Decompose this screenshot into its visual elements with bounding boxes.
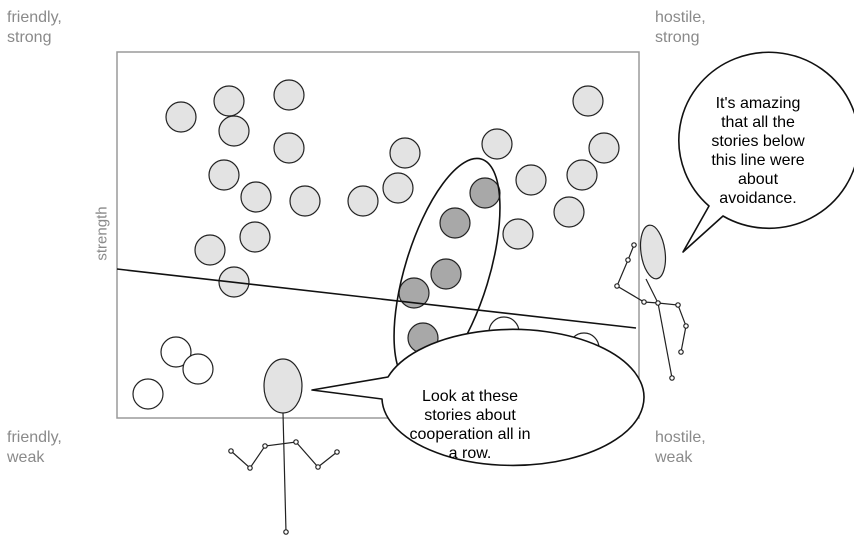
corner-label-hostile-weak: hostile, weak [655,428,706,468]
stick-figure-head [263,358,303,414]
plot-frame [116,51,640,419]
story-dot [347,185,379,217]
stick-figure-head [639,224,667,280]
cooperation-story-dots [398,177,501,354]
story-dot [502,218,534,250]
story-dot [289,185,321,217]
story-dot [132,378,164,410]
corner-label-line: weak [7,449,45,466]
story-dot [572,85,604,117]
story-dot [165,101,197,133]
bubble-text-line: about [737,171,779,188]
stick-figure-body [282,412,287,533]
story-dot [208,159,240,191]
story-dot-highlighted [439,207,471,239]
corner-label-line: weak [655,449,693,466]
stick-figure-joints [614,242,689,381]
bubble-text-line: stories about [424,407,516,424]
story-dot [515,164,547,196]
corner-label-line: strong [7,29,52,46]
story-dot-highlighted [430,258,462,290]
story-dot [481,128,513,160]
story-dot [273,79,305,111]
story-dot [213,85,245,117]
stick-figure-right [614,224,689,381]
story-dot [273,132,305,164]
stick-figure-body [657,302,673,379]
speech-bubble-cooperation-text: Look at these stories about cooperation … [390,387,550,463]
corner-label-friendly-weak: friendly, weak [7,428,62,468]
y-axis-label: strength [93,206,111,261]
story-dot [194,234,226,266]
story-dot [389,137,421,169]
story-dot [382,172,414,204]
speech-bubble-avoidance [678,51,854,253]
speech-bubble-cooperation [311,328,645,467]
stick-figure-joints [228,439,340,535]
stick-figure-arms [616,244,687,353]
corner-label-line: friendly, [7,429,62,446]
story-dot [239,221,271,253]
story-dot [240,181,272,213]
bubble-text-line: Look at these [421,388,519,405]
bubble-text-line: this line were [711,152,805,169]
story-dot [588,132,620,164]
stick-figure-arms [230,441,338,469]
bubble-text-line: cooperation all in [409,426,531,443]
story-dot-highlighted [469,177,501,209]
corner-label-line: strong [655,29,700,46]
corner-label-friendly-strong: friendly, strong [7,8,62,48]
corner-label-line: hostile, [655,9,706,26]
story-dot [182,353,214,385]
bubble-text-line: It's amazing [715,95,801,112]
avoidance-divider-line [116,268,637,329]
speech-bubble-avoidance-text: It's amazing that all the stories below … [683,94,833,208]
story-dot [160,336,192,368]
story-dot [566,159,598,191]
corner-label-hostile-strong: hostile, strong [655,8,706,48]
story-dot [218,115,250,147]
strong-story-dots [165,79,620,298]
corner-label-line: friendly, [7,9,62,26]
bubble-text-line: a row. [448,445,492,462]
story-dot [553,196,585,228]
bubble-text-line: that all the [721,114,795,131]
stick-figure-neck [645,278,659,304]
bubble-text-line: avoidance. [719,190,797,207]
stick-figure-bottom [228,358,340,535]
bubble-text-line: stories below [711,133,805,150]
corner-label-line: hostile, [655,429,706,446]
